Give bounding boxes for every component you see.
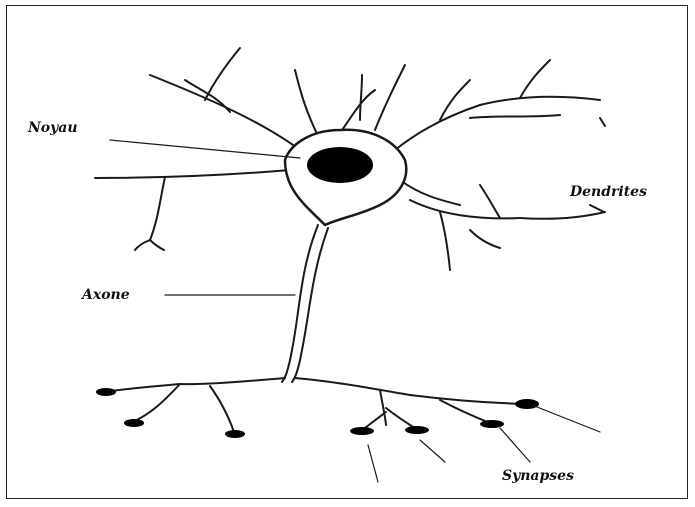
nucleus — [307, 147, 373, 183]
label-synapses: Synapses — [502, 468, 574, 484]
axon — [282, 225, 328, 382]
label-axone: Axone — [82, 287, 130, 303]
axon-terminals — [105, 378, 525, 432]
label-dendrites: Dendrites — [570, 184, 647, 200]
label-noyau: Noyau — [28, 120, 78, 136]
synaptic-terminals — [96, 388, 539, 438]
